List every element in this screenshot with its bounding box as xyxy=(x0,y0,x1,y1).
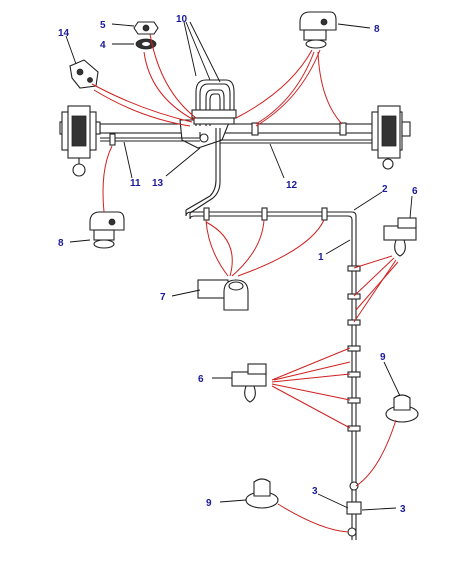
callout-12: 12 xyxy=(286,180,298,191)
pipe-clip-top xyxy=(299,11,337,49)
grommet-clip-right xyxy=(385,394,419,423)
grommet-clip-left xyxy=(245,478,279,509)
callout-11: 11 xyxy=(130,178,141,189)
callout-1: 1 xyxy=(318,252,324,263)
callout-8-top: 8 xyxy=(374,24,380,35)
nut-part xyxy=(133,21,159,35)
callout-3-upper: 3 xyxy=(312,486,318,497)
callout-4: 4 xyxy=(100,40,106,51)
axle-assembly xyxy=(59,105,411,177)
chassis-feed-pipe xyxy=(185,128,362,540)
callout-8-left: 8 xyxy=(58,238,64,249)
left-brake-drum xyxy=(61,105,97,177)
callout-14: 14 xyxy=(58,28,70,39)
callout-3-lower: 3 xyxy=(400,504,406,515)
callout-6-middle: 6 xyxy=(198,374,204,385)
right-brake-drum xyxy=(371,105,411,170)
callout-9-left: 9 xyxy=(206,498,212,509)
double-clip-upper xyxy=(383,217,417,257)
callout-7: 7 xyxy=(160,292,166,303)
red-assembly-leaders xyxy=(91,33,399,533)
callout-10: 10 xyxy=(176,14,188,25)
pipe-clip-left xyxy=(89,211,125,249)
callout-13: 13 xyxy=(152,178,164,189)
axle-brake-pipes xyxy=(100,122,372,146)
flexible-hoses xyxy=(191,79,237,126)
callout-numbers: 1 2 3 3 4 5 6 6 7 8 8 9 9 10 11 12 13 14 xyxy=(58,14,418,515)
callout-leaders xyxy=(65,21,413,511)
double-clip-middle xyxy=(231,363,267,403)
callout-9-right: 9 xyxy=(380,352,386,363)
single-clip xyxy=(197,279,249,311)
bracket-part xyxy=(69,59,99,89)
callout-6-upper: 6 xyxy=(412,186,418,197)
callout-5: 5 xyxy=(100,20,106,31)
callout-2: 2 xyxy=(382,184,388,195)
